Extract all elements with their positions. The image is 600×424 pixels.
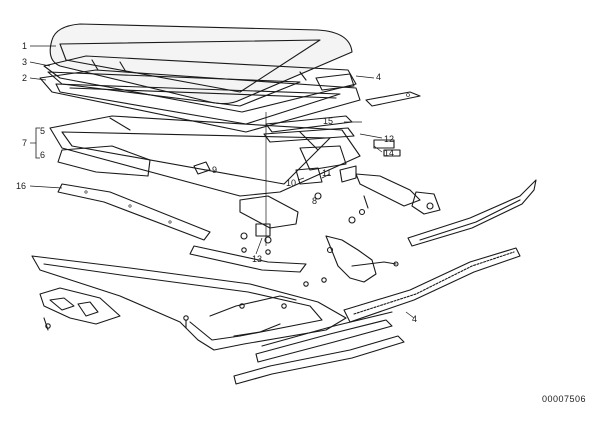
callout-leader-lines [29, 45, 415, 319]
right-linkage-cluster [355, 173, 441, 216]
callout-12: 12 [384, 134, 394, 144]
right-guide-rail-upper [407, 179, 537, 247]
side-bracket-upper [315, 73, 355, 91]
lower-drain-frame [31, 245, 347, 351]
left-corner-bracket [39, 287, 121, 331]
callout-8: 8 [312, 196, 317, 206]
callout-3: 3 [22, 57, 27, 67]
callout-7: 7 [22, 138, 27, 148]
callout-1: 1 [22, 41, 27, 51]
drive-cable-strip [57, 183, 211, 241]
upper-guide-strip [365, 91, 421, 107]
reference-number: 00007506 [541, 394, 586, 404]
group-bracket-7 [30, 127, 40, 159]
callout-13: 13 [252, 254, 262, 264]
callout-15: 15 [323, 116, 333, 126]
right-guide-rail-lower [343, 247, 521, 323]
sunroof-frame-assembly [49, 115, 361, 197]
glass-panel [49, 23, 353, 105]
front-deflector-strip [233, 311, 405, 385]
callout-4-upper: 4 [376, 72, 381, 82]
callout-14: 14 [384, 148, 394, 158]
callout-4-lower: 4 [412, 314, 417, 324]
cable-linkage-center [325, 216, 399, 283]
lift-mechanism-parts [193, 161, 357, 244]
callout-11: 11 [322, 168, 331, 178]
screws-fasteners [183, 247, 327, 329]
callout-2: 2 [22, 73, 27, 83]
callout-6: 6 [40, 150, 45, 160]
callout-10: 10 [286, 178, 296, 188]
callout-16: 16 [16, 181, 26, 191]
callout-5: 5 [40, 126, 45, 136]
callout-9: 9 [212, 165, 217, 175]
